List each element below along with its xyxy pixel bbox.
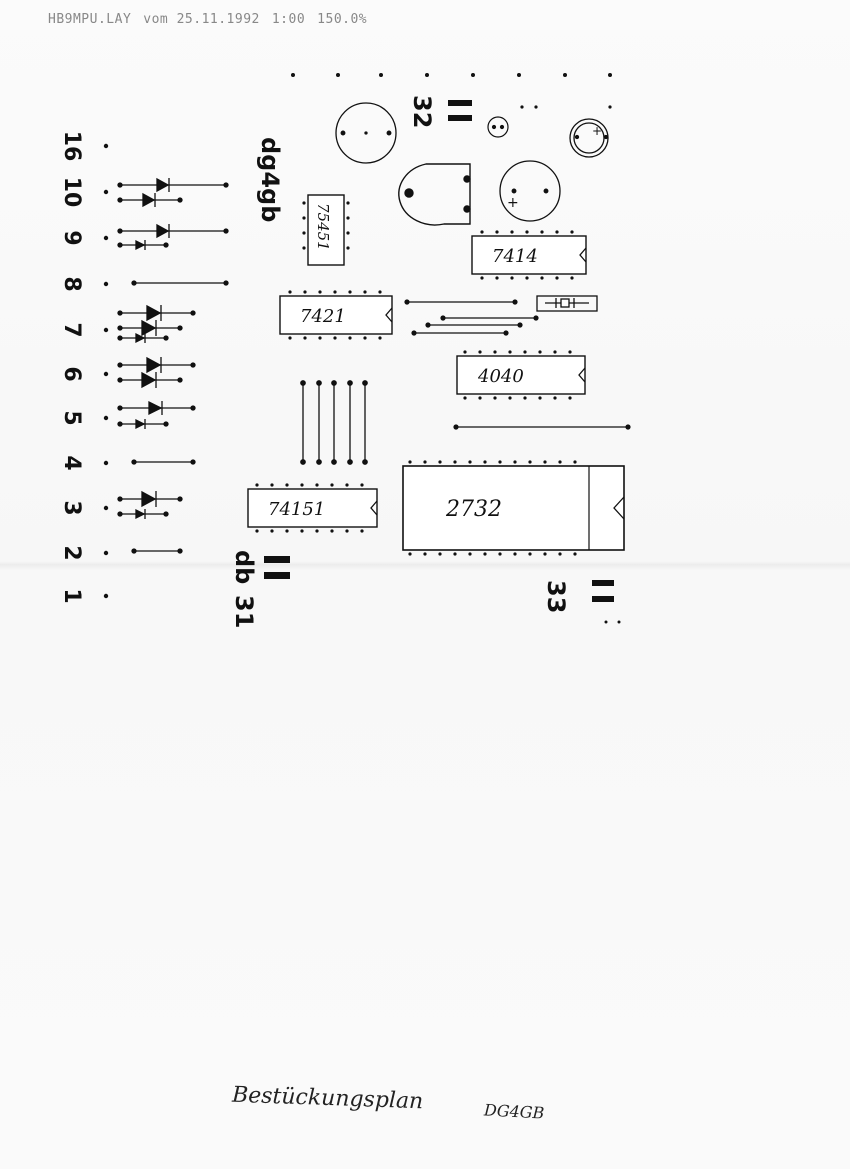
svg-text:+: + xyxy=(507,195,519,211)
chip-2732: 2732 xyxy=(402,460,625,556)
pin-label-4: 4 xyxy=(59,455,84,470)
header-date: vom 25.11.1992 xyxy=(143,12,260,27)
connector-32-label: 32 xyxy=(408,95,436,128)
chip-7421-label: 7421 xyxy=(300,306,346,327)
pin-label-1: 1 xyxy=(59,588,84,603)
db-label: db xyxy=(230,550,258,584)
header-scale: 1:00 xyxy=(271,12,306,27)
transistor-icon xyxy=(398,163,471,226)
wire-bridge-icon xyxy=(131,459,196,465)
chip-75451: 75451 xyxy=(302,194,350,266)
crystal-icon xyxy=(536,295,598,312)
header-zoom: 150.0% xyxy=(317,12,368,27)
chip-4040-label: 4040 xyxy=(477,366,524,387)
diode-icon xyxy=(117,356,196,389)
connector-31-label: 31 xyxy=(230,595,258,628)
diode-array xyxy=(117,177,229,554)
pin-label-10: 10 xyxy=(59,177,84,208)
pin-label-2: 2 xyxy=(59,545,84,560)
chip-7414-label: 7414 xyxy=(492,246,538,267)
diode-icon xyxy=(117,223,229,251)
wire-bridge-icon xyxy=(131,548,183,554)
chip-2732-label: 2732 xyxy=(445,497,502,522)
dg4gb-label: dg4gb xyxy=(256,137,284,222)
pin-label-6: 6 xyxy=(59,366,84,381)
top-pad-row xyxy=(291,73,612,109)
long-wire xyxy=(453,424,631,430)
connector-33-label: 33 xyxy=(542,580,570,613)
pin-label-8: 8 xyxy=(59,276,84,291)
connector-32: 32 xyxy=(408,95,472,128)
connector-33: 33 xyxy=(542,580,621,624)
diode-icon xyxy=(117,400,196,430)
pin-label-16: 16 xyxy=(59,131,84,162)
diode-icon xyxy=(117,304,196,344)
chip-4040: 4040 xyxy=(456,350,586,400)
pin-label-5: 5 xyxy=(59,410,84,425)
pin-number-column: 16 10 9 8 7 6 5 4 3 2 1 xyxy=(59,131,84,604)
pin-label-9: 9 xyxy=(59,230,84,245)
header-filename: HB9MPU.LAY xyxy=(48,12,132,27)
connector-pads xyxy=(103,143,109,599)
led-icon xyxy=(487,116,509,138)
vertical-wire-bundle xyxy=(300,380,368,465)
svg-text:+: + xyxy=(592,124,602,138)
relay-circle-icon xyxy=(335,102,397,164)
electrolytic-capacitor-icon: + xyxy=(569,118,609,158)
chip-7421: 7421 xyxy=(279,290,393,340)
chip-74151-label: 74151 xyxy=(268,499,325,520)
connector-31: db 31 xyxy=(230,550,290,628)
pin-label-3: 3 xyxy=(59,500,84,515)
wire-bridge-icon xyxy=(131,280,229,286)
layout-header: HB9MPU.LAY vom 25.11.1992 1:00 150.0% xyxy=(48,12,379,27)
diode-icon xyxy=(117,177,229,208)
capacitor-icon: + xyxy=(499,160,561,222)
author-signature: DG4GB xyxy=(483,1100,545,1123)
wire-jumpers xyxy=(404,299,539,336)
diode-icon xyxy=(117,490,183,520)
chip-74151: 74151 xyxy=(247,483,378,533)
chip-7414: 7414 xyxy=(471,230,587,280)
pin-label-7: 7 xyxy=(59,322,84,337)
chip-75451-label: 75451 xyxy=(314,203,332,251)
